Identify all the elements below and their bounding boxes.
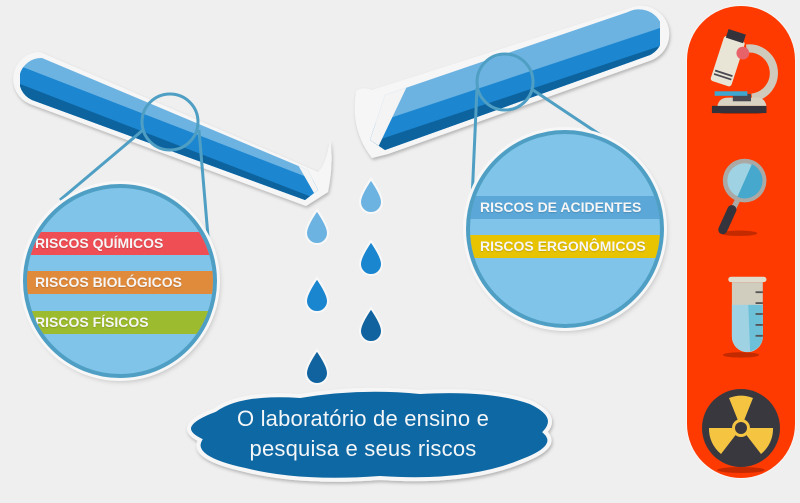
band-accident-risks: RISCOS DE ACIDENTES [470,196,660,219]
microscope-icon [710,28,778,114]
band-ergonomic-risks: RISCOS ERGONÔMICOS [470,235,660,258]
side-icon-panel [687,6,795,478]
band-biological-risks: RISCOS BIOLÓGICOS [27,271,213,294]
band-label: RISCOS FÍSICOS [35,314,149,330]
drops [304,177,384,385]
band-physical-risks: RISCOS FÍSICOS [27,311,213,334]
title-line-2: pesquisa e seus riscos [249,436,477,461]
title-line-1: O laboratório de ensino e [236,406,490,431]
left-magnifier-lens: RISCOS QUÍMICOS RISCOS BIOLÓGICOS RISCOS… [23,184,217,378]
band-label: RISCOS BIOLÓGICOS [35,274,183,290]
title-cloud: O laboratório de ensino e pesquisa e seu… [178,390,548,486]
band-label: RISCOS QUÍMICOS [35,235,164,251]
radiation-icon [702,389,780,473]
test-tube-icon [722,276,767,358]
right-magnifier-lens: RISCOS DE ACIDENTES RISCOS ERGONÔMICOS [466,130,664,328]
band-label: RISCOS DE ACIDENTES [480,199,642,215]
band-label: RISCOS ERGONÔMICOS [480,238,646,254]
right-lens-connector [470,52,606,201]
page-title: O laboratório de ensino e pesquisa e seu… [178,404,548,464]
magnifier-icon [718,158,767,236]
band-chemical-risks: RISCOS QUÍMICOS [27,232,213,255]
title-cloud-shape [187,387,552,482]
